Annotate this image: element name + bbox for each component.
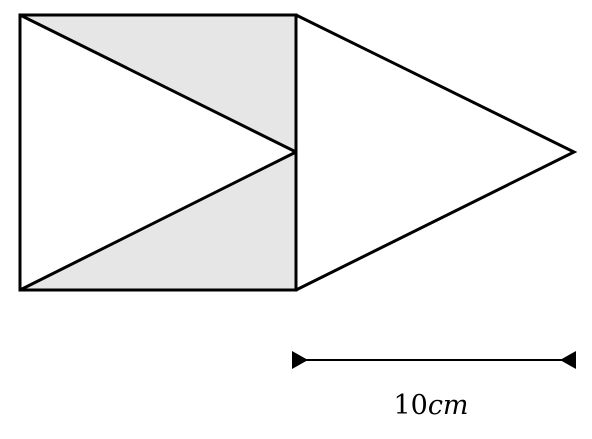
measure-unit: cm (427, 390, 469, 421)
measure-value: 10 (393, 390, 428, 421)
square-diagonal-top (18, 13, 298, 154)
measure-arrow-right (560, 351, 576, 369)
measure-arrow-left (292, 351, 308, 369)
measure-label: 10cm (336, 392, 526, 419)
square-diagonal-bottom (18, 150, 298, 292)
right-triangle-outline (295, 13, 578, 292)
